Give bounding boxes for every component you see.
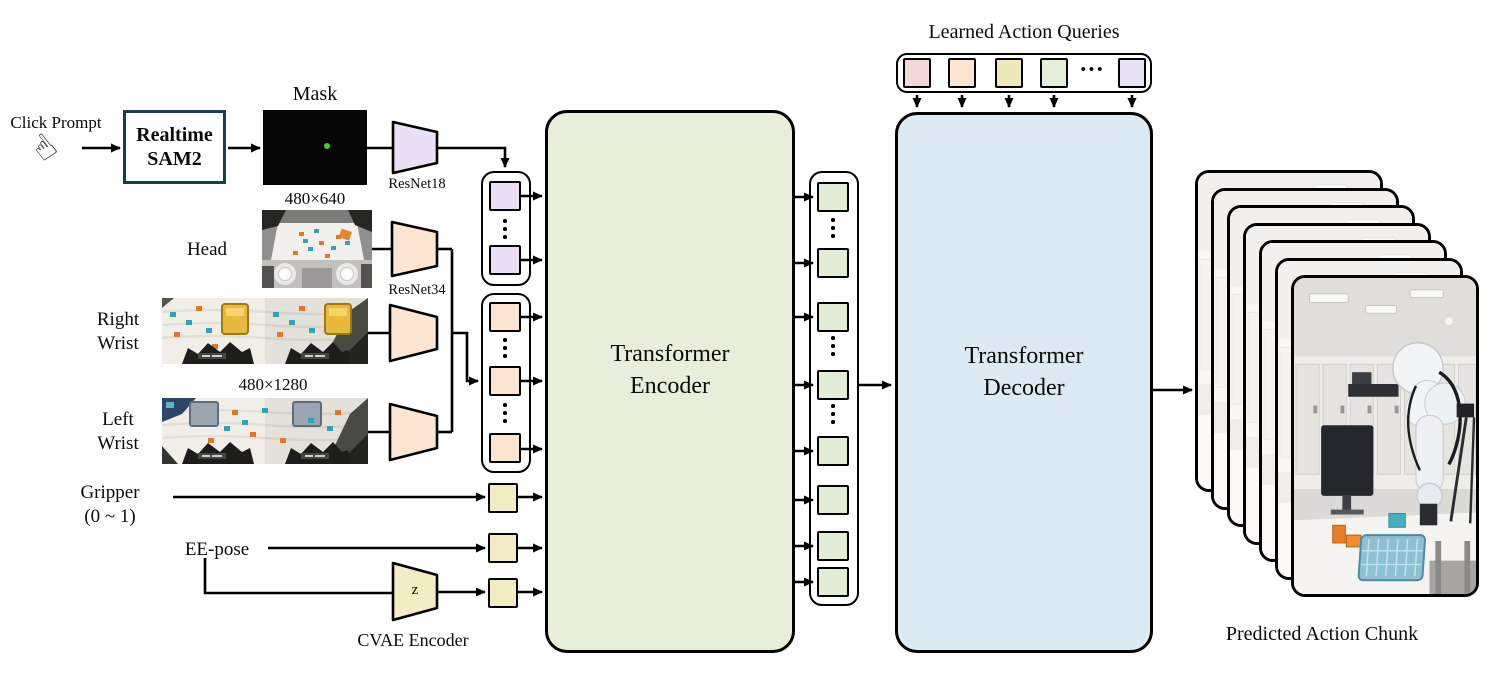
- encoder-output-group: [809, 171, 859, 606]
- encoder-output-token: [817, 302, 849, 332]
- vertical-ellipsis: [829, 218, 837, 238]
- ee-pose-token: [488, 533, 518, 563]
- predicted-frame-card: [1291, 275, 1479, 597]
- ee-pose-label: EE-pose: [184, 539, 250, 560]
- encoder-output-token: [817, 370, 849, 400]
- resnet18-label: ResNet18: [388, 176, 446, 192]
- encoder-output-token: [817, 182, 849, 212]
- vertical-ellipsis: [501, 338, 509, 358]
- mask-label: Mask: [292, 83, 338, 105]
- vertical-ellipsis: [501, 403, 509, 423]
- left-wrist-camera-image: [162, 398, 368, 464]
- mask-image: [263, 110, 367, 185]
- realtime-sam2-box: Realtime SAM2: [123, 110, 226, 184]
- mask-size-label: 480×640: [284, 189, 346, 208]
- camera-token: [489, 302, 521, 332]
- camera-token-group: [481, 293, 531, 473]
- encoder-output-token: [817, 485, 849, 515]
- predicted-action-chunk-label: Predicted Action Chunk: [1225, 623, 1419, 645]
- gripper-label: Gripper (0 ~ 1): [80, 482, 140, 527]
- transformer-encoder-title: Transformer Encoder: [610, 341, 730, 399]
- transformer-decoder-title: Transformer Decoder: [964, 343, 1084, 401]
- transformer-decoder-box: [895, 112, 1153, 653]
- action-queries-container: [896, 53, 1152, 93]
- mask-token: [489, 181, 521, 211]
- queries-ellipsis: •••: [1080, 62, 1106, 78]
- encoder-output-token: [817, 567, 849, 597]
- vertical-ellipsis: [501, 219, 509, 239]
- mask-click-dot: [324, 143, 330, 149]
- head-camera-label: Head: [186, 239, 228, 260]
- gripper-token: [488, 483, 518, 513]
- mask-token-group: [481, 171, 531, 286]
- camera-token: [489, 366, 521, 396]
- learned-action-queries-title: Learned Action Queries: [928, 21, 1120, 43]
- resnet34-left-wrist-trapezoid: [388, 402, 439, 462]
- transformer-encoder-box: [545, 110, 795, 653]
- resnet34-label: ResNet34: [388, 282, 446, 298]
- vertical-ellipsis: [829, 336, 837, 356]
- head-camera-image: [262, 210, 372, 288]
- right-wrist-label: Right Wrist: [96, 309, 140, 354]
- click-prompt-label: Click Prompt: [10, 113, 102, 132]
- camera-token: [489, 433, 521, 463]
- right-wrist-camera-image: [162, 298, 368, 364]
- vertical-ellipsis: [829, 404, 837, 424]
- resnet34-right-wrist-trapezoid: [388, 303, 439, 363]
- cvae-encoder-label: CVAE Encoder: [357, 630, 469, 650]
- mask-token: [489, 245, 521, 275]
- encoder-output-token: [817, 248, 849, 278]
- encoder-output-token: [817, 531, 849, 561]
- wrist-size-label: 480×1280: [238, 375, 308, 394]
- encoder-output-token: [817, 436, 849, 466]
- resnet34-head-trapezoid: [390, 220, 439, 278]
- left-wrist-label: Left Wrist: [97, 409, 139, 454]
- latent-z-label: z: [411, 582, 419, 598]
- latent-z-token: [488, 578, 518, 608]
- resnet18-trapezoid: [391, 120, 439, 175]
